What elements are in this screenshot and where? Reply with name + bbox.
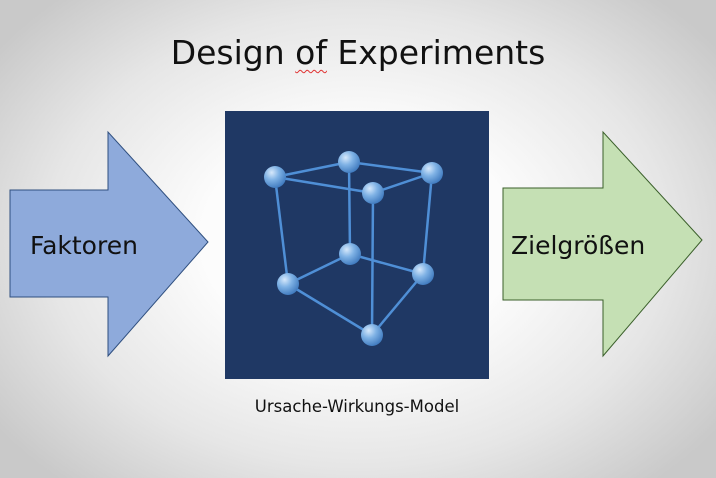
cube-nodes bbox=[264, 151, 443, 346]
cube-node bbox=[338, 151, 360, 173]
cube-node bbox=[339, 243, 361, 265]
title-text-2: of bbox=[295, 33, 327, 72]
model-box bbox=[225, 111, 489, 379]
title-text-1: Design bbox=[170, 33, 296, 72]
title-text-3: Experiments bbox=[326, 33, 546, 72]
input-arrow bbox=[9, 130, 209, 358]
cube-node bbox=[412, 263, 434, 285]
output-arrow-label: Zielgrößen bbox=[511, 231, 646, 260]
diagram-title: Design of Experiments bbox=[0, 36, 716, 69]
cube-node bbox=[264, 166, 286, 188]
output-arrow bbox=[502, 130, 703, 358]
cube-node bbox=[362, 182, 384, 204]
cube-node bbox=[421, 162, 443, 184]
input-arrow-label: Faktoren bbox=[30, 231, 138, 260]
model-caption: Ursache-Wirkungs-Model bbox=[254, 397, 460, 416]
cube-node bbox=[277, 273, 299, 295]
cube-node bbox=[361, 324, 383, 346]
